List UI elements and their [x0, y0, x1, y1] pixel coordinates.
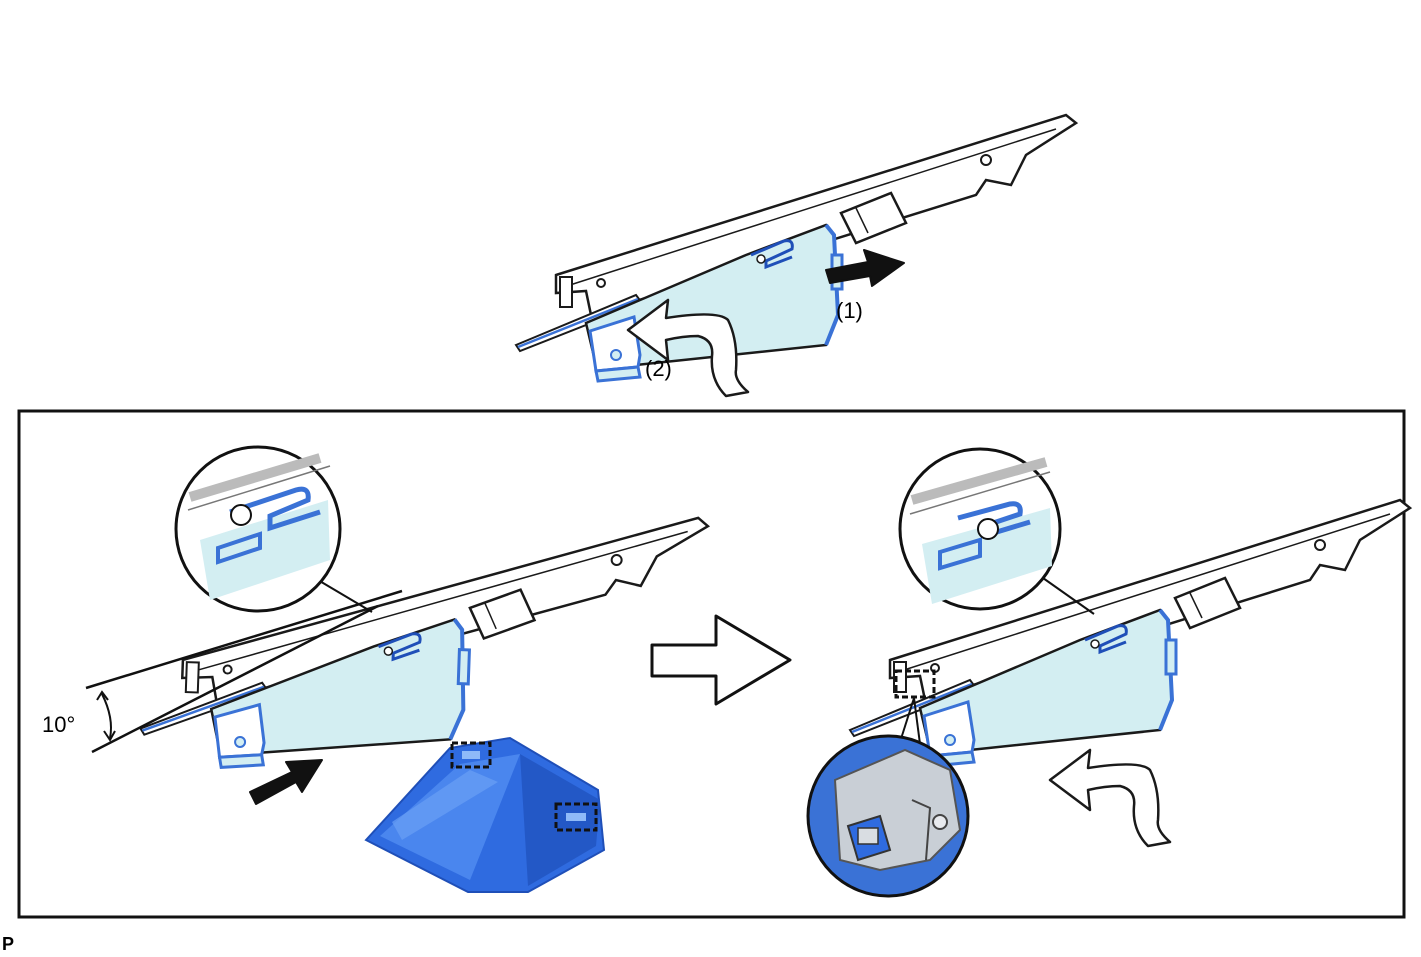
figure-code: P: [2, 934, 15, 954]
rotate-arrow-right: [1048, 748, 1172, 848]
push-arrow-step-1: [825, 249, 905, 287]
push-arrow-left: [249, 759, 323, 805]
angle-indicator: [85, 589, 403, 754]
zoom-detail-claw: [806, 697, 970, 898]
label-angle: 10°: [42, 712, 75, 737]
blue-cover: [364, 736, 606, 893]
label-step-1: (1): [836, 298, 863, 323]
detail-frame: [17, 409, 1406, 919]
next-step-arrow-icon: [650, 614, 792, 706]
top-assembly: [514, 113, 1078, 383]
label-step-2: (2): [645, 356, 672, 381]
right-assembly: [848, 498, 1412, 768]
zoom-detail-slot-initial: [174, 445, 373, 613]
claw-marker-icon: [554, 802, 598, 832]
claw-marker-icon: [894, 669, 936, 699]
zoom-detail-slot-installed: [898, 447, 1095, 615]
claw-marker-icon: [450, 741, 492, 769]
